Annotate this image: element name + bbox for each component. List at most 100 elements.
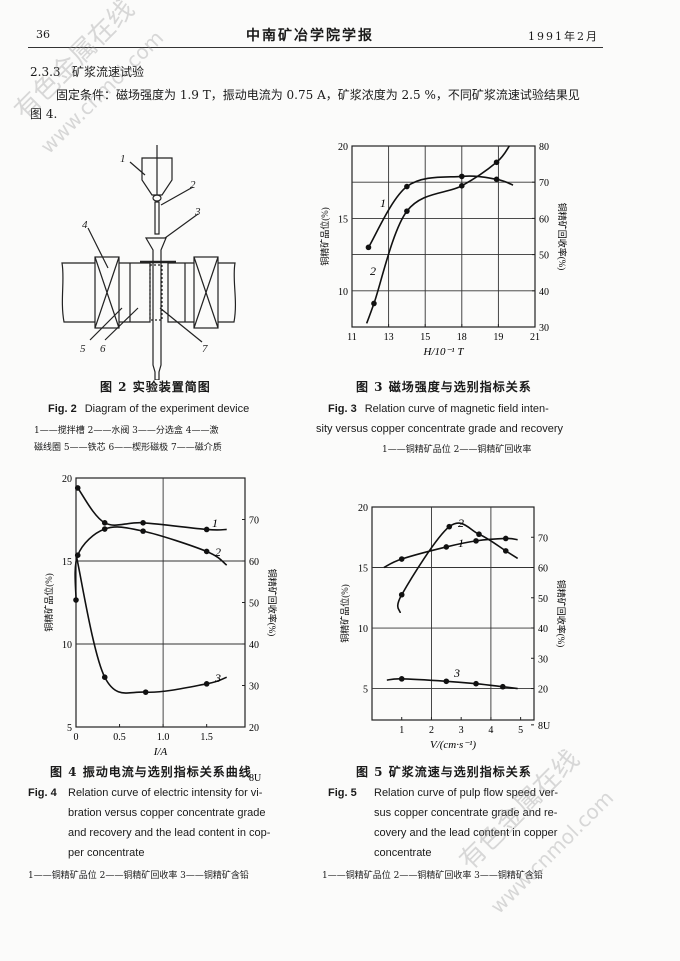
fig5-series-1-line <box>383 537 518 569</box>
fig5-yright-tick-label: 8U <box>538 721 551 732</box>
fig4-series-1-line <box>77 487 227 531</box>
fig4-yleft-tick-label: 5 <box>67 723 72 734</box>
fig4-series-3-label: 3 <box>214 671 221 685</box>
section-title: 矿浆流速试验 <box>72 65 145 79</box>
fig4-series-3-point <box>101 674 108 680</box>
fig5-series-2-point <box>476 531 482 538</box>
fig5-yright-tick-label: 40 <box>538 624 548 635</box>
fig5-x-tick-label: 1 <box>399 725 404 736</box>
fig5-yleft-tick-label: 5 <box>363 685 368 696</box>
fig4-series-2-point <box>73 597 79 603</box>
diagram-label-6: 6 <box>100 343 106 355</box>
fig3-caption-line-2: sity versus copper concentrate grade and… <box>316 423 564 435</box>
fig3-x-tick-label: 21 <box>530 332 540 343</box>
fig5-x-tick-label: 2 <box>429 725 434 736</box>
water-valve <box>152 194 162 202</box>
fig5-caption-en: Fig. 5 <box>328 783 365 803</box>
fig4-x-tick-label: 1.0 <box>157 732 170 743</box>
diagram-label-1: 1 <box>120 153 126 165</box>
fig5-caption-cn: 图 5 矿浆流速与选别指标关系 <box>356 765 532 779</box>
diagram-label-5: 5 <box>80 343 86 355</box>
fig3-series-1-label: 1 <box>380 196 386 210</box>
fig3-yright-tick-label: 80 <box>539 142 549 153</box>
fig4-caption-cn: 图 4 振动电流与选别指标关系曲线 <box>50 765 252 779</box>
fig5-series-3-point <box>499 683 506 690</box>
section-number: 2.3.3 <box>30 65 61 79</box>
fig3-yleft-tick-label: 10 <box>338 287 348 298</box>
fig2-caption-text: Diagram of the experiment device <box>84 403 250 415</box>
fig4-x-tick-label: 1.5 <box>200 732 213 743</box>
fig3-series-1-line <box>367 175 514 248</box>
fig3-yright-tick-label: 40 <box>539 287 549 298</box>
fig4-series-2-point <box>140 528 146 534</box>
fig3-series-2-line <box>365 145 511 324</box>
fig5-legend: 1——铜精矿品位 2——铜精矿回收率 3——铜精矿含铅 <box>322 871 543 881</box>
fig5-yright-tick-label: 30 <box>538 654 548 665</box>
fig4-series-1-point <box>203 526 210 533</box>
fig4-series-1-point <box>74 485 81 491</box>
fig5-x-tick-label: 5 <box>518 725 523 736</box>
fig4-plot-frame <box>75 477 246 728</box>
fig3-legend: 1——铜精矿品位 2——铜精矿回收率 <box>382 445 532 455</box>
feed-pipe <box>154 201 160 235</box>
fig4-x-tick-label: 0.5 <box>113 732 126 743</box>
fig4-series-3-point <box>203 681 210 687</box>
fig4-series-1-point <box>101 520 108 526</box>
fig5-series-1-point <box>443 544 450 550</box>
fig5-caption-text: Relation curve of pulp flow speed ver- s… <box>374 783 614 863</box>
fig5-series-3-line <box>386 678 518 690</box>
fig3-x-tick-label: 13 <box>384 332 394 343</box>
fig4-series-2-point <box>203 548 210 555</box>
fig3-x-tick-label: 11 <box>347 332 357 343</box>
fig4-yright-tick-label: 30 <box>249 682 259 693</box>
fig5-series-1-point <box>502 535 509 542</box>
fig5-x-tick-label: 4 <box>488 725 493 736</box>
section-heading: 2.3.3 矿浆流速试验 <box>30 63 144 80</box>
diagram-label-7: 7 <box>202 343 208 355</box>
fig2-caption-cn: 图 2 实验装置简图 <box>100 380 211 394</box>
fig2-device-diagram: 1 2 3 4 5 6 7 <box>61 145 237 380</box>
fig3-x-tick-label: 19 <box>493 332 503 343</box>
fig5-series-3-point <box>443 678 450 685</box>
fig5-y-right-axis-label: 铜精矿回收率(%) <box>556 580 567 648</box>
fig5-yright-tick-label: 50 <box>538 594 548 605</box>
fig4-yleft-tick-label: 10 <box>62 640 72 651</box>
journal-title: 中南矿冶学院学报 <box>246 28 374 44</box>
fig4-caption-line: bration versus copper concentrate grade <box>68 807 266 819</box>
fig5-series-2-point <box>398 591 405 598</box>
fig5-series-2-point <box>502 548 509 554</box>
fig3-yleft-tick-label: 20 <box>338 142 348 153</box>
fig3-series-2-point <box>459 183 465 189</box>
fig5-series-1-label: 1 <box>458 536 464 550</box>
fig4-y-left-axis-label: 铜精矿品位(%) <box>43 573 54 632</box>
fig5-series-2-point <box>446 523 453 530</box>
fig4-x-axis-label: I/A <box>153 746 168 758</box>
fig5-series-3-point <box>398 676 405 682</box>
magnetic-medium <box>149 264 163 321</box>
fig4-caption-en: Fig. 4 <box>28 783 65 803</box>
fig3-plot-frame <box>351 145 536 328</box>
fig5-yright-tick-label: 20 <box>538 685 548 696</box>
separation-box <box>144 237 167 380</box>
fig5-number: Fig. 5 <box>328 787 357 799</box>
fig4-series-2-line <box>74 526 228 601</box>
issue-date: 1991年2月 <box>528 30 599 43</box>
fig3-yright-tick-label: 70 <box>539 178 549 189</box>
fig5-x-axis-label: V/(cm·s⁻¹) <box>430 739 476 751</box>
fig5-series-3-label: 3 <box>453 666 460 680</box>
fig5-yright-tick-label: 70 <box>538 533 548 544</box>
fig3-caption-line-1: Relation curve of magnetic field inten- <box>364 403 549 415</box>
fig5-series-3-point <box>473 680 479 687</box>
fig4-series-1-point <box>140 520 146 526</box>
fig3-series-1-point <box>493 176 500 183</box>
fig5-y-left-axis-label: 铜精矿品位(%) <box>339 584 350 643</box>
fig4-series-1-label: 1 <box>212 516 218 530</box>
fig3-yleft-tick-label: 15 <box>338 214 348 225</box>
fig5-yright-tick-label: 60 <box>538 564 548 575</box>
fig4-yright-tick-label: 20 <box>249 723 259 734</box>
stirring-tank <box>141 157 173 196</box>
fig5-yleft-tick-label: 10 <box>358 624 368 635</box>
